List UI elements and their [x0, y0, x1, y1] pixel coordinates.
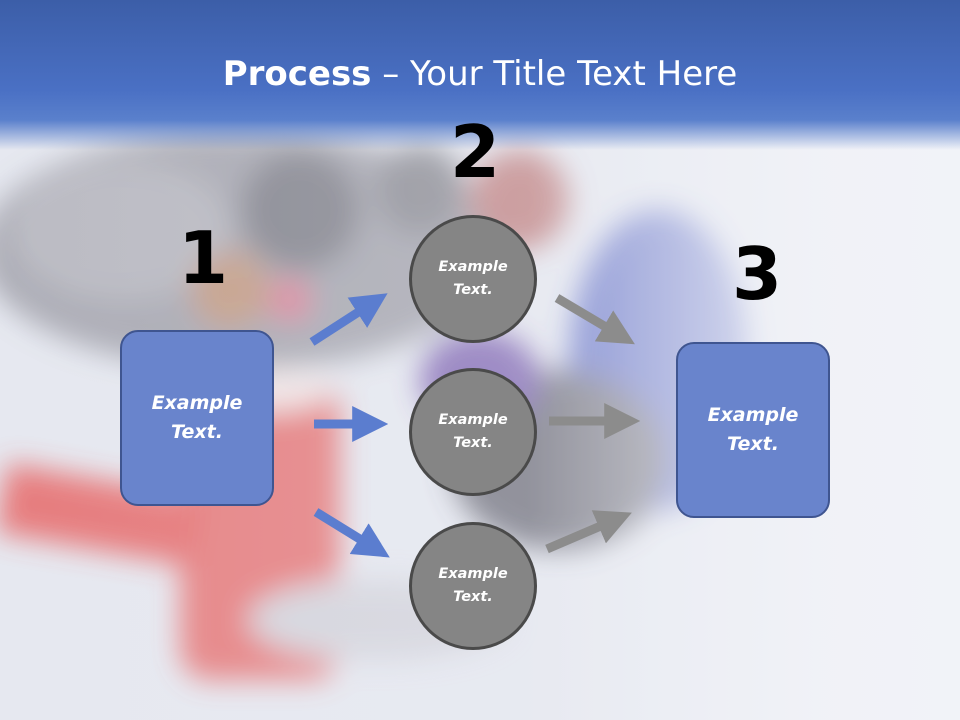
slide-title: Process – Your Title Text Here [0, 52, 960, 96]
arrow-left-to-bottom [313, 508, 390, 558]
arrow-top-to-right [554, 294, 635, 345]
step-number-1: 1 [178, 216, 229, 300]
title-rest: – Your Title Text Here [371, 54, 738, 94]
right-box: Example Text. [676, 342, 830, 518]
arrow-left-to-top [309, 293, 388, 346]
title-bold: Process [222, 54, 372, 94]
circle-top-text: Example Text. [438, 259, 508, 298]
circle-bottom-text: Example Text. [438, 566, 508, 605]
arrow-bottom-to-right [545, 510, 632, 554]
left-box: Example Text. [120, 330, 274, 506]
right-box-text: Example Text. [707, 404, 799, 455]
circle-center: Example Text. [409, 368, 537, 496]
title-bar [0, 0, 960, 150]
step-number-3: 3 [732, 232, 783, 316]
left-box-text: Example Text. [151, 392, 243, 443]
step-number-2: 2 [450, 110, 501, 194]
circle-center-text: Example Text. [438, 412, 508, 451]
circle-bottom: Example Text. [409, 522, 537, 650]
circle-top: Example Text. [409, 215, 537, 343]
